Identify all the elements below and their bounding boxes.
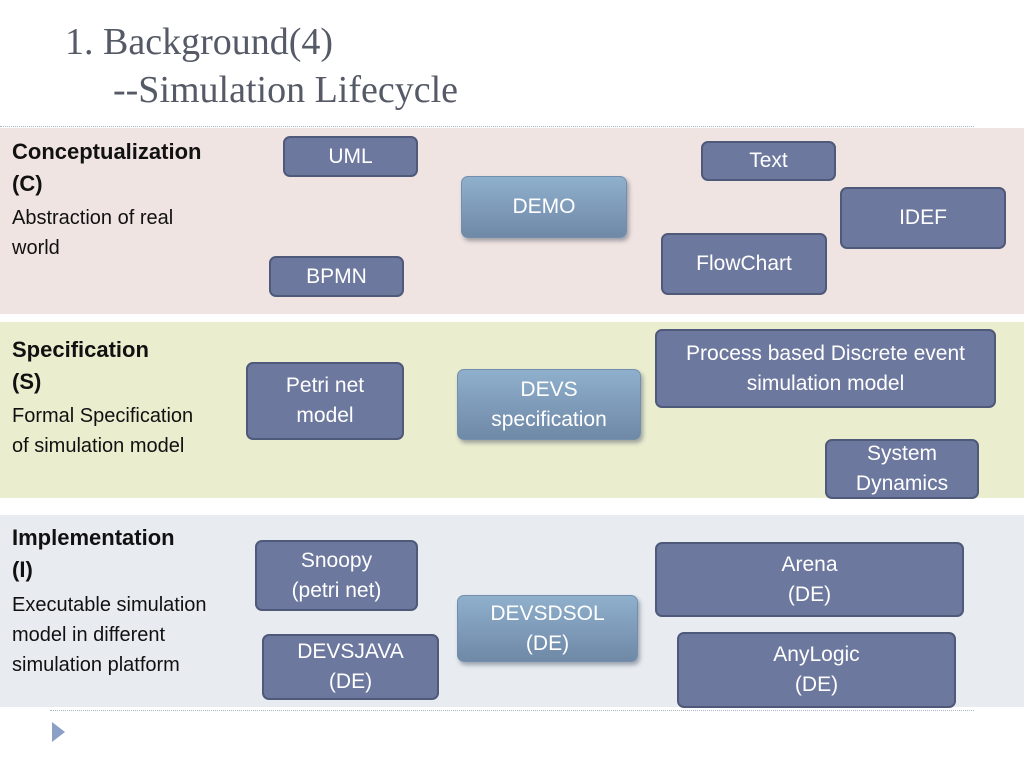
node-idef: IDEF bbox=[840, 187, 1006, 249]
conceptualization-heading: Conceptualization (C) bbox=[12, 139, 202, 196]
node-petri-net-model: Petri net model bbox=[246, 362, 404, 440]
node-arena: Arena (DE) bbox=[655, 542, 964, 617]
specification-description: Formal Specification of simulation model bbox=[12, 405, 194, 457]
node-snoopy: Snoopy (petri net) bbox=[255, 540, 418, 611]
implementation-heading: Implementation (I) bbox=[12, 525, 175, 582]
top-divider bbox=[0, 126, 974, 127]
node-devsjava: DEVSJAVA (DE) bbox=[262, 634, 439, 700]
node-bpmn: BPMN bbox=[269, 256, 404, 297]
node-devs-specification: DEVS specification bbox=[457, 369, 641, 440]
node-uml: UML bbox=[283, 136, 418, 177]
title-line-1: 1. Background(4) bbox=[65, 21, 334, 63]
title-line-2: --Simulation Lifecycle bbox=[113, 69, 459, 111]
node-text: Text bbox=[701, 141, 836, 181]
node-system-dynamics: System Dynamics bbox=[825, 439, 979, 499]
node-flowchart: FlowChart bbox=[661, 233, 827, 295]
implementation-description: Executable simulation model in different… bbox=[12, 594, 207, 676]
node-process-based-des: Process based Discrete event simulation … bbox=[655, 329, 996, 408]
bullet-arrow-icon bbox=[52, 722, 65, 742]
node-devsdsol: DEVSDSOL (DE) bbox=[457, 595, 638, 662]
node-demo: DEMO bbox=[461, 176, 627, 238]
node-anylogic: AnyLogic (DE) bbox=[677, 632, 956, 708]
conceptualization-description: Abstraction of real world bbox=[12, 207, 174, 259]
specification-heading: Specification (S) bbox=[12, 337, 149, 394]
slide-title: 1. Background(4) --Simulation Lifecycle bbox=[65, 18, 458, 114]
bottom-divider bbox=[50, 710, 974, 711]
